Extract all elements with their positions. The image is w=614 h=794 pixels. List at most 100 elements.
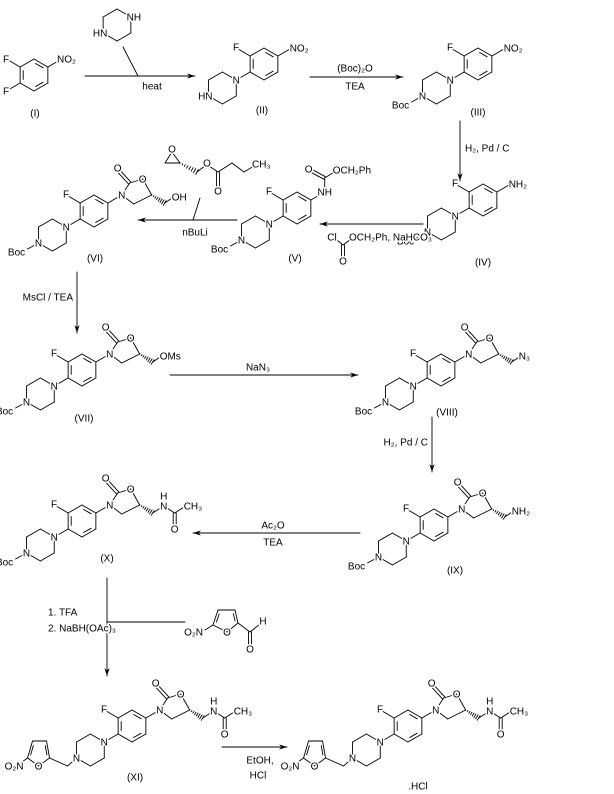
amide-h-label: H — [160, 492, 167, 503]
bond — [53, 377, 69, 387]
bond — [382, 711, 395, 719]
stereo-wedge — [499, 512, 503, 517]
stereo-wedge — [147, 357, 151, 362]
bond — [496, 183, 512, 193]
bond — [129, 178, 144, 184]
stereo-wedge — [159, 198, 163, 203]
aromatic-bond — [95, 217, 104, 223]
compound-label-viii: (VIII) — [436, 408, 458, 419]
bond — [374, 401, 386, 409]
piperazine-ring-bond — [26, 377, 41, 387]
bond — [277, 47, 293, 57]
furan-ring-bond — [234, 609, 239, 624]
arrow-step9-head — [193, 530, 201, 536]
bond — [107, 194, 123, 204]
bond — [167, 693, 182, 699]
bond — [491, 47, 507, 57]
fluorine-label: F — [51, 349, 57, 360]
stereo-wedge — [190, 167, 194, 172]
bond — [468, 353, 482, 364]
ring-o-label: O — [177, 690, 185, 701]
piperazine-ring-bond — [352, 733, 367, 743]
methyl-label: CH₃ — [252, 160, 271, 171]
piperazine-n-label: N — [35, 239, 42, 250]
furan-o-label: O — [35, 762, 43, 773]
methyl-label: CH₃ — [184, 502, 203, 513]
amide-o-label: O — [171, 525, 179, 536]
bond — [238, 49, 251, 57]
boc-group-label: Boc — [0, 407, 13, 418]
ring-o-label: O — [479, 489, 487, 500]
stereo-wedge — [492, 509, 495, 512]
reagent-step11-label: HCl — [250, 771, 267, 782]
stereo-wedge — [142, 354, 145, 358]
piperazine-n-label: N — [233, 76, 240, 87]
piperazine-n-label: N — [419, 92, 426, 103]
methyl-label: CH₃ — [234, 707, 253, 718]
bond — [56, 355, 69, 363]
furan-ring-bond — [303, 740, 309, 759]
stereo-wedge — [506, 357, 510, 362]
piperazine-ring-bond — [440, 231, 456, 241]
bond — [461, 508, 475, 519]
bond — [130, 337, 141, 355]
stereo-wedge — [142, 505, 145, 509]
piperazine-n-label: N — [266, 220, 273, 231]
stereo-wedge — [197, 713, 201, 718]
double-bond — [310, 171, 325, 180]
piperazine-n-label: N — [23, 398, 30, 409]
bond — [435, 697, 445, 711]
aromatic-bond — [298, 196, 307, 202]
aromatic-bond — [484, 188, 493, 194]
bond — [405, 532, 421, 542]
nitro-label: O₂N — [281, 762, 300, 773]
bond — [65, 218, 81, 228]
aromatic-bond — [83, 527, 92, 533]
piperazine-n-label: N — [51, 382, 58, 393]
stereo-wedge — [504, 356, 508, 361]
bond — [133, 194, 153, 205]
piperazine-ring-bond — [435, 71, 451, 81]
piperazine-ring-bond — [391, 532, 407, 542]
ring-o-label: O — [127, 485, 135, 496]
double-bond — [119, 169, 132, 183]
amide-h-label: H — [210, 697, 217, 708]
piperazine-ring-bond — [365, 733, 381, 743]
fluorine-label: F — [266, 187, 272, 198]
amide-h-label: H — [486, 697, 493, 708]
bond — [164, 196, 175, 204]
benzene-ring-bond — [440, 353, 456, 363]
bond — [121, 194, 135, 205]
piperazine-ring-bond — [422, 95, 437, 105]
piperazine-ring-bond — [76, 733, 91, 743]
ester-o-label: O — [203, 159, 211, 170]
bond — [468, 341, 478, 355]
stereo-wedge — [192, 710, 195, 714]
piperazine-ring-bond — [398, 401, 414, 411]
bond — [121, 182, 131, 196]
aromatic-bond — [265, 52, 274, 58]
bond — [202, 710, 215, 719]
furan-ring-bond — [212, 624, 228, 633]
bond — [367, 556, 379, 564]
benzene-ring-bond — [81, 377, 97, 387]
stereo-wedge — [473, 713, 477, 718]
stereo-wedge — [475, 714, 479, 720]
compound-label-xi: (XI) — [127, 773, 143, 784]
piperazine-ring-bond — [241, 215, 256, 225]
benzene-ring-bond — [81, 504, 97, 514]
bond — [231, 162, 245, 173]
benzene-ring-bond — [393, 709, 409, 719]
aromatic-bond — [435, 513, 444, 519]
benzene-ring-bond — [81, 528, 97, 538]
piperazine-reagent-bond — [116, 8, 132, 18]
stereo-wedge — [199, 714, 203, 720]
benzene-ring-bond — [468, 207, 484, 217]
piperazine-ring-bond — [39, 401, 55, 411]
piperazine-n-label: N — [403, 537, 410, 548]
benzene-ring-bond — [33, 82, 49, 92]
amide-o-label: O — [497, 730, 505, 741]
side-chain-nh2-label: NH₂ — [512, 507, 530, 518]
carbonyl-o-label: O — [461, 323, 469, 334]
